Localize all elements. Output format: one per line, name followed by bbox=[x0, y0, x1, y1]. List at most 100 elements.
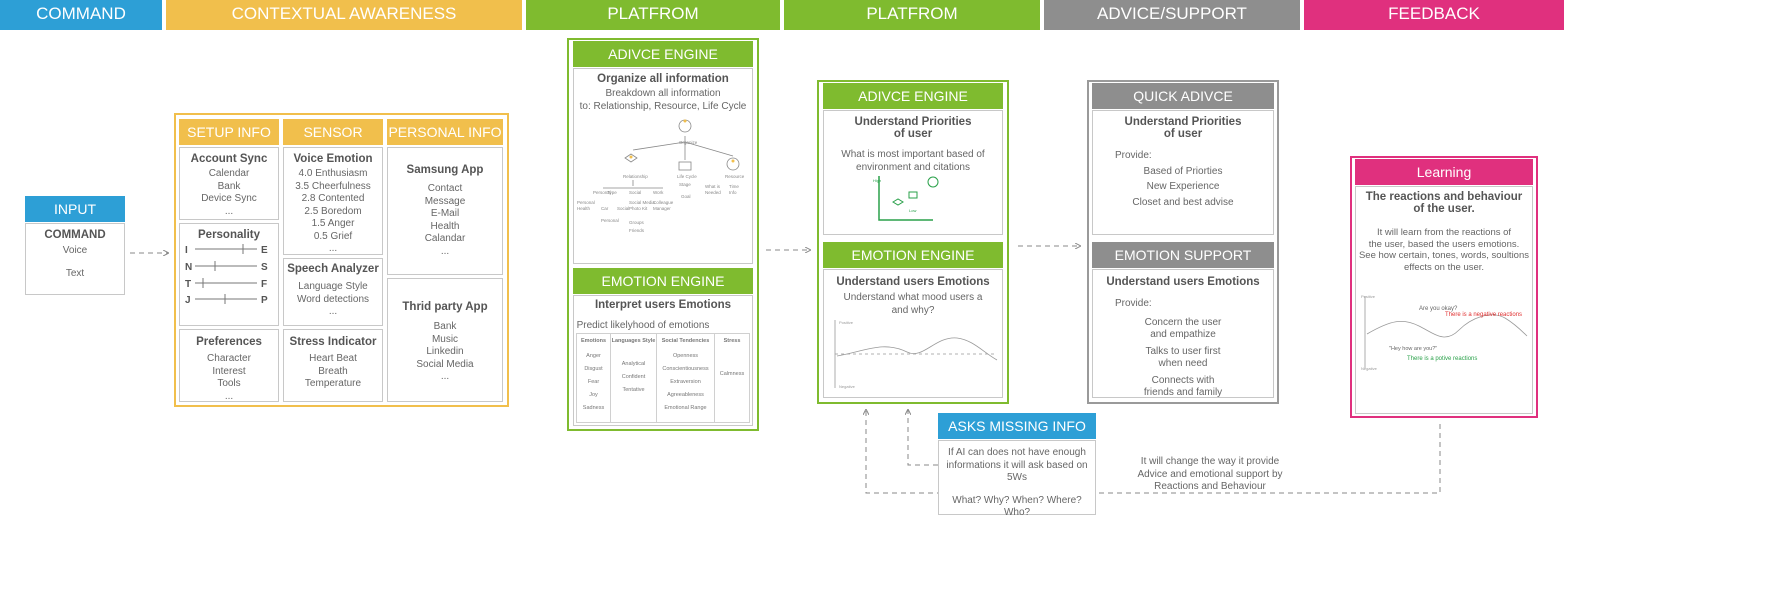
emotion-engine-1-title: EMOTION ENGINE bbox=[573, 268, 753, 294]
account-sync-item: Device Sync bbox=[201, 193, 257, 204]
personal-info-title: PERSONAL INFO bbox=[387, 119, 503, 145]
svg-text:Groups: Groups bbox=[629, 220, 645, 225]
svg-text:Organize: Organize bbox=[679, 140, 698, 145]
personality-heading: Personality bbox=[198, 229, 260, 241]
emotion-engine-1-sub: Predict likelyhood of emotions bbox=[576, 320, 710, 331]
learning-line: effects on the user. bbox=[1403, 261, 1485, 273]
emotion-support-item: friends and family bbox=[1143, 387, 1223, 398]
advice-engine-2-heading-2: of user bbox=[893, 128, 933, 140]
preferences-item: Interest bbox=[212, 365, 246, 377]
personality-left-2: T bbox=[185, 279, 191, 290]
platform-1-frame bbox=[567, 38, 759, 431]
voice-emotion-item: 4.0 Enthusiasm bbox=[298, 168, 368, 179]
svg-text:Colleague: Colleague bbox=[653, 200, 674, 205]
samsung-app-item: ... bbox=[440, 245, 450, 257]
voice-emotion-heading: Voice Emotion bbox=[293, 153, 373, 165]
learning-line: It will learn from the reactions of bbox=[1376, 227, 1512, 238]
emotion-support-panel: Understand users Emotions Provide: Conce… bbox=[1092, 269, 1274, 398]
contextual-group-frame bbox=[174, 113, 509, 407]
stress-indicator-panel: Stress Indicator Heart Beat Breath Tempe… bbox=[283, 329, 383, 402]
voice-emotion-panel: Voice Emotion 4.0 Enthusiasm 3.5 Cheerfu… bbox=[283, 147, 383, 255]
third-party-app-item: Music bbox=[431, 333, 459, 345]
advice-engine-2-heading-1: Understand Priorities bbox=[854, 116, 972, 128]
svg-text:Relationship: Relationship bbox=[623, 174, 648, 179]
asks-line: 5Ws bbox=[1007, 472, 1027, 483]
svg-text:Photo Kit: Photo Kit bbox=[629, 206, 648, 211]
learning-question-1: Are you okay? bbox=[1419, 306, 1458, 312]
svg-text:High: High bbox=[873, 178, 881, 183]
quick-advice-heading-1: Understand Priorities bbox=[1124, 116, 1242, 128]
preferences-item: Tools bbox=[217, 378, 241, 389]
svg-text:Stage: Stage bbox=[679, 182, 691, 187]
header-command: COMMAND bbox=[0, 0, 162, 30]
stress-indicator-heading: Stress Indicator bbox=[289, 336, 377, 348]
emotion-engine-2-line: and why? bbox=[891, 304, 935, 316]
asks-question: What? Why? When? Where? Who? bbox=[952, 494, 1082, 519]
speech-analyzer-heading: Speech Analyzer bbox=[287, 263, 379, 275]
organize-tree-diagram: Organize Relationship Life Cycle Resourc… bbox=[577, 119, 745, 233]
emotion-support-item: and empathize bbox=[1150, 329, 1216, 340]
speech-analyzer-item: Language Style bbox=[298, 281, 368, 292]
emotion-support-item: Connects with bbox=[1151, 374, 1215, 386]
personality-left-0: I bbox=[185, 245, 188, 256]
svg-text:Negative: Negative bbox=[1361, 366, 1378, 371]
input-heading: COMMAND bbox=[44, 229, 106, 241]
svg-text:Positive: Positive bbox=[1361, 294, 1376, 299]
sensor-title: SENSOR bbox=[283, 119, 383, 145]
emotion-support-item: Talks to user first bbox=[1145, 345, 1221, 357]
voice-emotion-item: ... bbox=[328, 243, 338, 254]
third-party-app-item: Bank bbox=[433, 321, 457, 332]
quick-advice-panel: Understand Priorities of user Provide: B… bbox=[1092, 110, 1274, 235]
svg-text:Resource: Resource bbox=[725, 174, 745, 179]
svg-text:Personal: Personal bbox=[593, 190, 611, 195]
voice-emotion-item: 0.5 Grief bbox=[313, 230, 353, 242]
samsung-app-item: Contact bbox=[427, 183, 463, 194]
setup-info-title: SETUP INFO bbox=[179, 119, 279, 145]
advice-engine-2-line: What is most important based of bbox=[841, 149, 985, 160]
voice-emotion-item: 1.5 Anger bbox=[311, 218, 355, 229]
personality-sliders: I E N S T F J P bbox=[185, 244, 268, 306]
advice-engine-1-heading: Organize all information bbox=[597, 73, 729, 85]
speech-analyzer-panel: Speech Analyzer Language Style Word dete… bbox=[283, 258, 383, 326]
account-sync-item: Calendar bbox=[208, 168, 250, 179]
third-party-app-panel: Thrid party App Bank Music Linkedin Soci… bbox=[387, 278, 503, 402]
learning-frame bbox=[1350, 156, 1538, 418]
quick-advice-heading-2: of user bbox=[1163, 128, 1203, 140]
header-platform-1: PLATFROM bbox=[526, 0, 780, 30]
samsung-app-item: Message bbox=[424, 195, 466, 207]
emotion-engine-2-line: Understand what mood users a bbox=[843, 292, 983, 303]
account-sync-panel: Account Sync Calendar Bank Device Sync .… bbox=[179, 147, 279, 220]
advice-engine-1-line: Breakdown all information bbox=[605, 88, 721, 99]
personality-left-1: N bbox=[185, 262, 192, 273]
asks-missing-info-panel: If AI can does not have enough informati… bbox=[938, 440, 1096, 518]
svg-text:Time: Time bbox=[729, 184, 739, 189]
advice-engine-1-title: ADIVCE ENGINE bbox=[573, 41, 753, 67]
input-title: INPUT bbox=[25, 196, 125, 222]
personality-right-3: P bbox=[261, 295, 268, 306]
svg-text:Negative: Negative bbox=[839, 384, 856, 389]
svg-text:Health: Health bbox=[577, 206, 591, 211]
quick-advice-item: Closet and best advise bbox=[1132, 196, 1234, 208]
personality-right-0: E bbox=[261, 245, 268, 256]
speech-analyzer-item: ... bbox=[328, 306, 338, 317]
advice-support-frame bbox=[1087, 80, 1279, 404]
advice-engine-2-line: environment and citations bbox=[856, 161, 970, 173]
svg-text:Personal: Personal bbox=[577, 200, 595, 205]
voice-emotion-item: 2.8 Contented bbox=[301, 193, 365, 204]
quick-advice-title: QUICK ADIVCE bbox=[1092, 83, 1274, 109]
learning-question-2: "Hey how are you?" bbox=[1389, 346, 1437, 352]
svg-text:Manager: Manager bbox=[653, 206, 671, 211]
third-party-app-item: Social Media bbox=[416, 358, 474, 370]
learning-line: the user, based the users emotions. bbox=[1368, 238, 1520, 250]
feedback-note: It will change the way it provide Advice… bbox=[1120, 456, 1300, 494]
preferences-item: ... bbox=[224, 390, 234, 402]
emotion-support-provide: Provide: bbox=[1115, 298, 1152, 309]
account-sync-item: ... bbox=[224, 205, 234, 217]
third-party-app-heading: Thrid party App bbox=[402, 301, 488, 313]
emotion-engine-1-panel: Interpret users Emotions Predict likelyh… bbox=[573, 295, 753, 426]
emotion-engine-2-panel: Understand users Emotions Understand wha… bbox=[823, 269, 1003, 398]
emotion-column-social: Social Tendencies Openness Conscientious… bbox=[657, 334, 715, 422]
emotion-column-language: Languages Style Analytical Confident Ten… bbox=[611, 334, 657, 422]
personality-right-1: S bbox=[261, 262, 268, 273]
